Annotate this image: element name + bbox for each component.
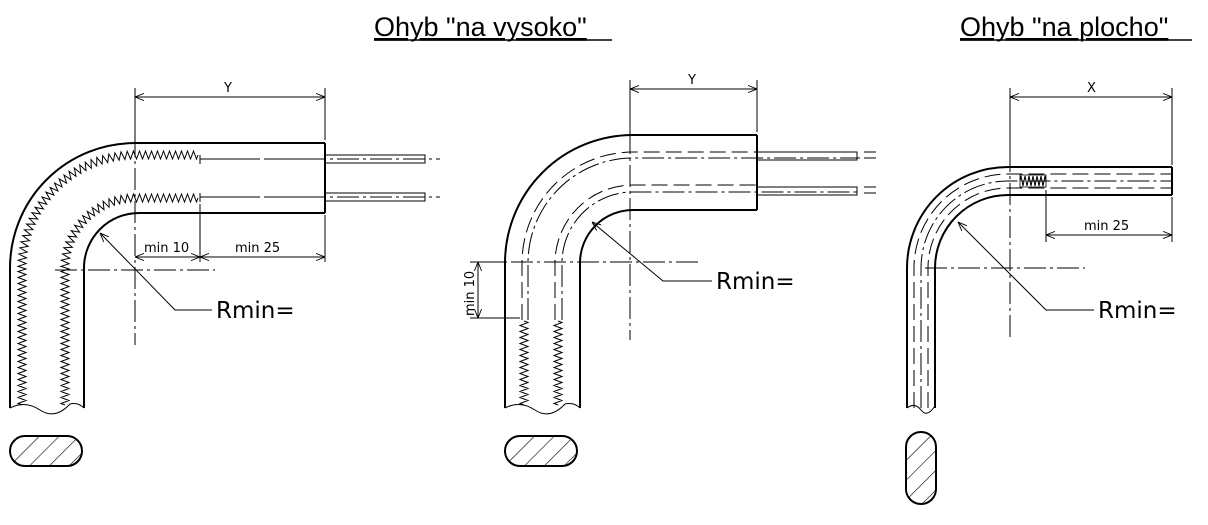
coil-right [552, 320, 564, 406]
cross-section-1 [9, 435, 83, 467]
cross-section-2 [504, 435, 578, 467]
coil-outer [16, 149, 199, 406]
dim-y-label-1: Y [223, 81, 232, 96]
drawing-flat-bend: X min 25 Rmin= [905, 81, 1177, 505]
dim-min25-label-3: min 25 [1084, 219, 1129, 234]
rmin-label-2: Rmin= [716, 269, 795, 295]
dim-min25-label-1: min 25 [235, 241, 280, 256]
dim-min10-label-1: min 10 [144, 241, 189, 256]
title-edge-bend: Ohyb "na vysoko" [374, 12, 587, 42]
rmin-label-3: Rmin= [1098, 298, 1177, 324]
dim-y-label-2: Y [687, 73, 696, 88]
drawing-edge-bend-coiled: Y min 10 min 25 Rmin= [9, 81, 440, 467]
dim-min10-label-2: min 10 [463, 271, 478, 316]
coil-inner [59, 192, 199, 406]
coil-block [1019, 174, 1047, 188]
rmin-label-1: Rmin= [216, 298, 295, 324]
cross-section-3 [905, 431, 937, 505]
dim-x-label: X [1087, 81, 1096, 96]
drawing-edge-bend-straight: Y min 10 Rmin= [463, 73, 876, 467]
title-flat-bend: Ohyb "na plocho" [960, 12, 1168, 42]
coil-left [518, 320, 530, 406]
